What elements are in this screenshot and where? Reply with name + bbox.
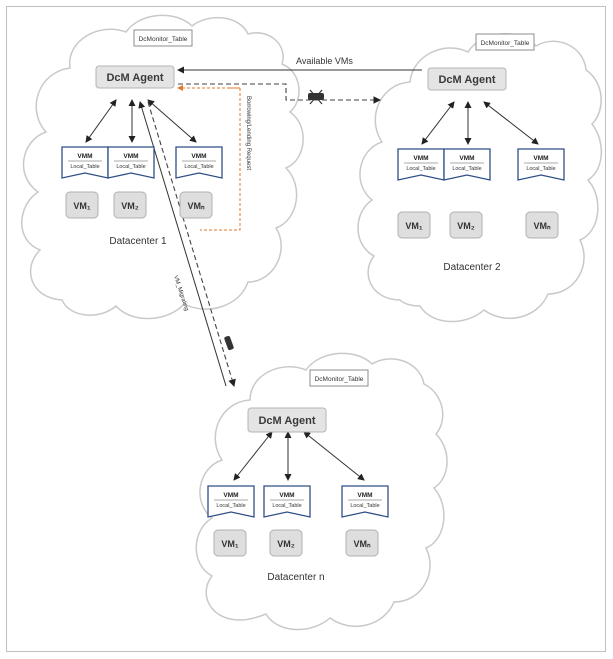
dcn-vmm-1-title: VMM (223, 492, 238, 499)
dc2-link-vmm-3 (483, 101, 539, 145)
dc2-monitor-table (475, 33, 535, 51)
dcn-vmm-1-table: Local_Table (216, 503, 245, 509)
dc2-monitor-label: DcMonitor_Table (481, 40, 530, 47)
dc1-monitor-table (133, 29, 193, 47)
dcn-vm-2-label: VM₂ (277, 539, 295, 549)
dcn-vmm-2-table: Local_Table (272, 503, 301, 509)
dc1-vm-1-label: VM₁ (73, 201, 91, 211)
dc1-link-vmm-3 (147, 99, 197, 143)
dc1-monitor-label: DcMonitor_Table (139, 36, 188, 43)
dc1-vmm-2-table: Local_Table (116, 164, 145, 170)
migrating-vm-icon (308, 89, 324, 105)
dc2-link-vmm-1 (421, 101, 455, 145)
dcn-monitor-label: DcMonitor_Table (315, 376, 364, 383)
dc1-vmm-2-title: VMM (123, 153, 138, 160)
dc1-link-vmm-1 (85, 99, 117, 143)
dcn-vmm-3 (341, 485, 389, 518)
dcn-vm-n (345, 529, 379, 557)
borrowing-lending-label: Borrowing/Lending Request (245, 96, 251, 170)
dc2-vmm-1-title: VMM (413, 155, 428, 162)
dcn-vmm-2 (263, 485, 311, 518)
dcn-agent-label: DcM Agent (258, 415, 315, 427)
dc1-agent (95, 65, 175, 89)
dcn-vm-1 (213, 529, 247, 557)
dc2-vmm-3 (517, 148, 565, 181)
dc1-vm-1 (65, 191, 99, 219)
dc2-agent (427, 67, 507, 91)
dcn-link-vmm-1 (233, 431, 273, 481)
dc2-vmm-3-table: Local_Table (526, 166, 555, 172)
dc1-vmm-2 (107, 146, 155, 179)
dcn-vmm-2-title: VMM (279, 492, 294, 499)
dc2-vm-n (525, 211, 559, 239)
datacenter-n: DcMonitor_Table DcM Agent VMM Local_Tabl… (207, 369, 389, 583)
available-vms-label: Available VMs (296, 56, 353, 66)
migration-dashed-arrow-dc2 (178, 83, 382, 104)
dc1-vmm-1 (61, 146, 109, 179)
dc2-vm-2 (449, 211, 483, 239)
dc2-vmm-2 (443, 148, 491, 181)
dc2-vm-2-label: VM₂ (457, 221, 475, 231)
dc1-label: Datacenter 1 (109, 236, 167, 247)
dcn-vmm-3-table: Local_Table (350, 503, 379, 509)
dc1-vmm-1-title: VMM (77, 153, 92, 160)
datacenter-1-cloud (21, 14, 304, 320)
dc1-vm-2 (113, 191, 147, 219)
dc1-vm-2-label: VM₂ (121, 201, 139, 211)
dc1-agent-label: DcM Agent (106, 72, 163, 84)
datacenter-1: DcMonitor_Table DcM Agent VMM Local_Tabl… (61, 29, 223, 247)
dcn-vm-n-label: VMₙ (353, 539, 371, 549)
dc2-vm-1-label: VM₁ (405, 221, 423, 231)
dcn-vmm-3-title: VMM (357, 492, 372, 499)
dc2-agent-label: DcM Agent (438, 74, 495, 86)
dc2-vmm-1 (397, 148, 445, 181)
dcn-vm-2 (269, 529, 303, 557)
dc1-vm-n-label: VMₙ (187, 201, 205, 211)
datacenter-2: DcMonitor_Table DcM Agent VMM Local_Tabl… (397, 33, 565, 273)
dc2-vm-1 (397, 211, 431, 239)
dc1-vmm-3-title: VMM (191, 153, 206, 160)
dc2-vmm-2-table: Local_Table (452, 166, 481, 172)
dc2-vm-n-label: VMₙ (533, 221, 551, 231)
dc2-label: Datacenter 2 (443, 262, 501, 273)
dcn-agent (247, 407, 327, 433)
dcn-label: Datacenter n (267, 572, 324, 583)
dc1-vmm-1-table: Local_Table (70, 164, 99, 170)
dc2-vmm-1-table: Local_Table (406, 166, 435, 172)
dc2-vmm-3-title: VMM (533, 155, 548, 162)
dcn-vm-1-label: VM₁ (221, 539, 239, 549)
migrating-vm-icon-n (224, 335, 234, 351)
dc2-vmm-2-title: VMM (459, 155, 474, 162)
dcn-monitor-table (309, 369, 369, 387)
dc1-vm-n (179, 191, 213, 219)
dcn-link-vmm-3 (303, 431, 365, 481)
vm-migrating-dashed-line (147, 101, 236, 388)
dc1-vmm-3 (175, 146, 223, 179)
dc1-vmm-3-table: Local_Table (184, 164, 213, 170)
dcn-vmm-1 (207, 485, 255, 518)
